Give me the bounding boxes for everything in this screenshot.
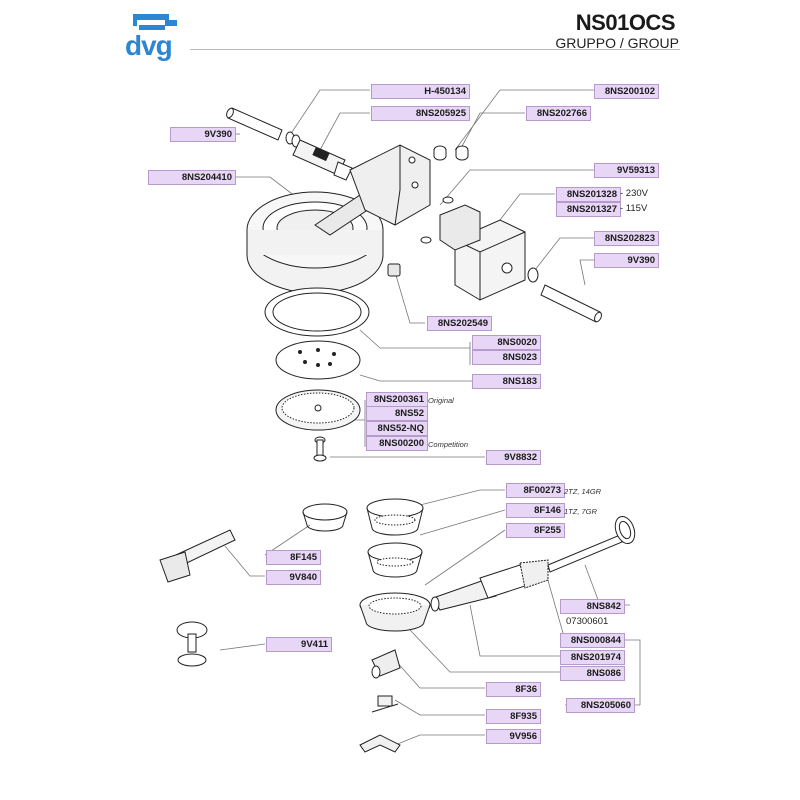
- part-label-9v411: 9V411: [266, 637, 332, 652]
- part-label-8ns202766: 8NS202766: [526, 106, 591, 121]
- coffee-cup-logo-icon: [133, 14, 177, 30]
- part-label-9v390-top: 9V390: [170, 127, 236, 142]
- part-label-8ns000844: 8NS000844: [560, 633, 625, 648]
- shower-screen-8ns200361-icon: [275, 389, 361, 431]
- note-1tz: 1TZ, 7GR: [564, 507, 597, 516]
- part-label-8ns202823: 8NS202823: [594, 231, 659, 246]
- note-2tz: 2TZ, 14GR: [564, 487, 602, 496]
- part-label-8ns52: 8NS52: [366, 406, 428, 421]
- spout-8f935-icon: [371, 695, 399, 713]
- part-label-8ns086: 8NS086: [560, 666, 625, 681]
- screw-9v8832-icon: [313, 436, 327, 462]
- header-divider: [190, 49, 680, 50]
- part-label-8ns52-nq: 8NS52-NQ: [366, 421, 428, 436]
- valve-8ns205925-icon: [292, 139, 353, 181]
- spout-9v956-icon: [359, 734, 401, 753]
- handle-8ns201974-icon: [430, 559, 549, 612]
- tamper-9v411-icon: [176, 621, 208, 667]
- part-label-8ns0020: 8NS0020: [472, 335, 541, 350]
- group-body-8ns204410-icon: [246, 191, 384, 294]
- part-label-8ns204410: 8NS204410: [148, 170, 236, 185]
- model-title: NS01OCS: [575, 10, 676, 35]
- tamper-scoop-9v840-icon: [159, 529, 236, 583]
- part-label-8ns842: 8NS842: [560, 599, 625, 614]
- spout-8f36-icon: [371, 649, 401, 679]
- note-competition: Competition: [428, 440, 469, 449]
- portafilter-8f255-icon: [359, 592, 431, 632]
- part-label-8ns200361: 8NS200361: [366, 392, 428, 407]
- part-label-8f36: 8F36: [486, 682, 541, 697]
- part-code-07300601: 07300601: [566, 616, 609, 627]
- filter-1tz-8f146-icon: [367, 542, 423, 578]
- tube-9v390-right-icon: [540, 284, 602, 323]
- voltage-230: - 230V: [620, 188, 648, 199]
- part-label-8f145: 8F145: [266, 550, 321, 565]
- leader-lines: [219, 89, 641, 746]
- screw-8ns202766-icon: [455, 145, 469, 161]
- solenoid-9v59313-icon: [439, 204, 526, 301]
- part-label-8ns00200: 8NS00200: [366, 436, 428, 451]
- manifold-block-icon: [349, 144, 431, 226]
- part-label-8ns183: 8NS183: [472, 374, 541, 389]
- parts: [159, 107, 636, 753]
- screw-8ns200102-icon: [433, 145, 447, 161]
- page-subtitle: GRUPPO / GROUP: [555, 35, 679, 51]
- rod-8ns842-icon: [547, 515, 636, 573]
- dvg-logo: dvg: [125, 12, 187, 61]
- part-label-8f935: 8F935: [486, 709, 541, 724]
- part-label-h450134: H-450134: [371, 84, 470, 99]
- gasket-8ns0020-icon: [264, 287, 370, 337]
- nut-8ns202549-icon: [387, 263, 401, 277]
- voltage-115: - 115V: [620, 203, 648, 214]
- part-label-8ns200102: 8NS200102: [594, 84, 659, 99]
- part-label-9v956: 9V956: [486, 729, 541, 744]
- fitting-8ns202823-icon: [527, 267, 539, 283]
- brand-name: dvg: [125, 30, 173, 61]
- part-label-8f00273: 8F00273: [506, 483, 565, 498]
- basket-8f145-icon: [302, 503, 348, 532]
- screw-8ns201328-icon: [420, 196, 454, 244]
- part-label-8ns205925: 8NS205925: [371, 106, 470, 121]
- part-label-8ns205060: 8NS205060: [566, 698, 635, 713]
- part-label-9v390-right: 9V390: [594, 253, 659, 268]
- tube-9v390-icon: [226, 107, 283, 141]
- part-label-8ns201974: 8NS201974: [560, 650, 625, 665]
- part-label-8f146: 8F146: [506, 503, 565, 518]
- part-label-8ns201328: 8NS201328: [556, 187, 621, 202]
- part-label-8ns023: 8NS023: [472, 350, 541, 365]
- part-label-9v59313: 9V59313: [594, 163, 659, 178]
- part-label-8ns202549: 8NS202549: [427, 316, 492, 331]
- note-original: Original: [428, 396, 454, 405]
- part-label-9v840: 9V840: [266, 570, 321, 585]
- filter-2tz-8f00273-icon: [366, 498, 424, 536]
- part-label-8ns201327: 8NS201327: [556, 202, 621, 217]
- shower-holder-8ns183-icon: [275, 340, 361, 380]
- part-label-8f255: 8F255: [506, 523, 565, 538]
- part-label-9v8832: 9V8832: [486, 450, 541, 465]
